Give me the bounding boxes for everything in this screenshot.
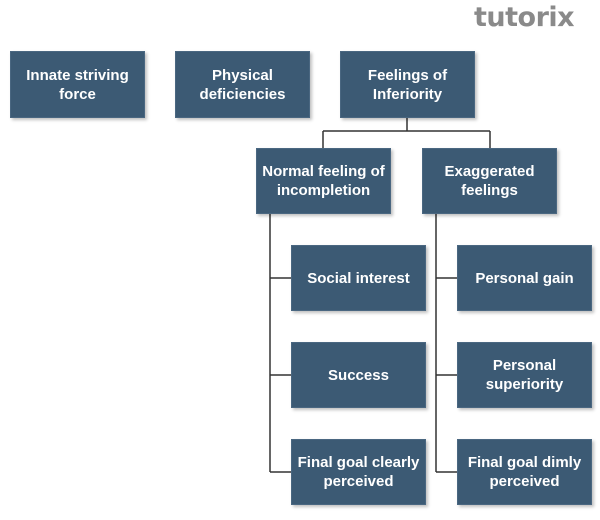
node-final-goal-dimly-perceived: Final goal dimly perceived [457, 439, 592, 505]
node-feelings-of-inferiority: Feelings of Inferiority [340, 51, 475, 118]
node-personal-superiority: Personal superiority [457, 342, 592, 408]
node-innate-striving-force: Innate striving force [10, 51, 145, 118]
node-final-goal-clearly-perceived: Final goal clearly perceived [291, 439, 426, 505]
tutorix-logo: tutorix [474, 2, 575, 33]
node-exaggerated-feelings: Exaggerated feelings [422, 148, 557, 214]
node-physical-deficiencies: Physical deficiencies [175, 51, 310, 118]
node-normal-feeling-of-incompletion: Normal feeling of incompletion [256, 148, 391, 214]
node-personal-gain: Personal gain [457, 245, 592, 311]
node-success: Success [291, 342, 426, 408]
logo-text: tutorix [474, 2, 575, 33]
node-social-interest: Social interest [291, 245, 426, 311]
